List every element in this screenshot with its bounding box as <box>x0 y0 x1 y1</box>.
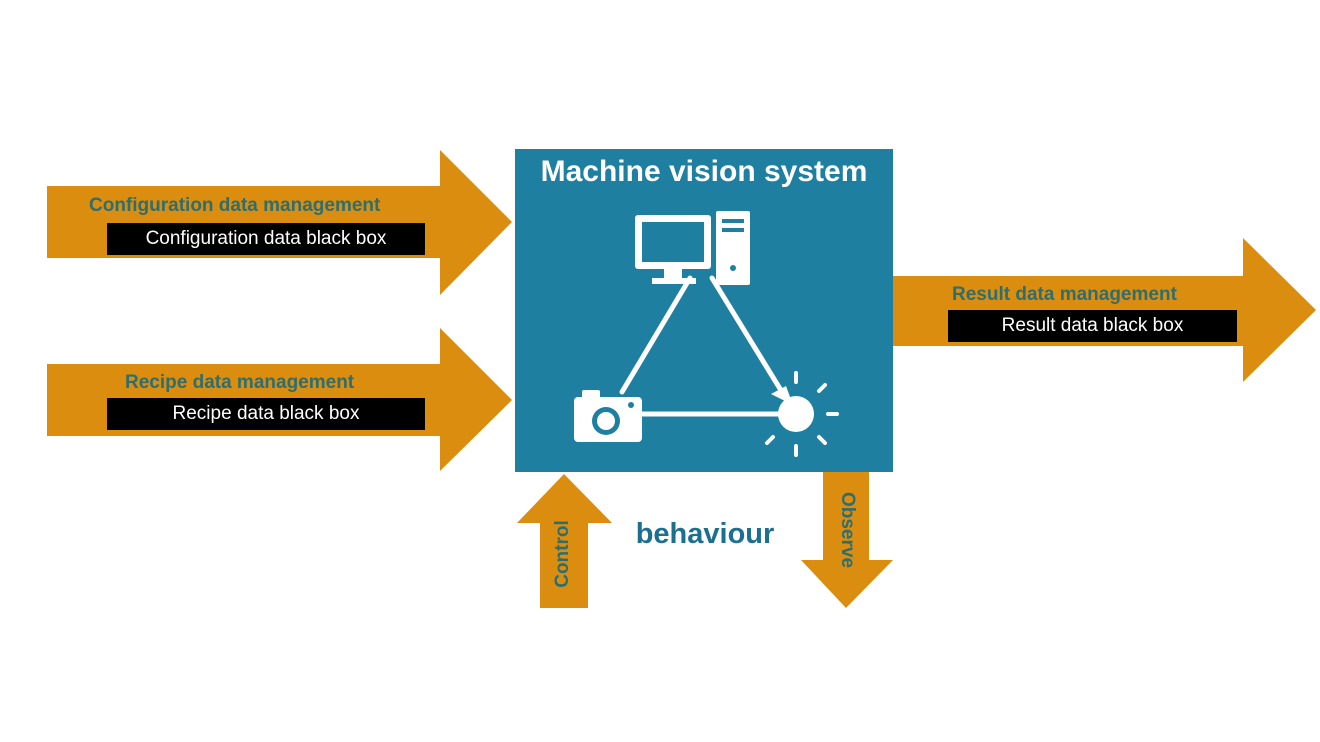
camera-icon <box>574 390 642 442</box>
recipe-label: Recipe data management <box>125 372 355 393</box>
result-blackbox: Result data black box <box>948 310 1237 342</box>
configuration-arrow <box>47 150 512 295</box>
observe-arrow <box>801 472 893 608</box>
control-label: Control <box>552 520 573 588</box>
recipe-blackbox: Recipe data black box <box>107 398 425 430</box>
triangle-connections <box>619 275 785 417</box>
configuration-label: Configuration data management <box>89 195 381 216</box>
control-arrow <box>517 474 612 608</box>
result-label: Result data management <box>952 284 1177 305</box>
machine-vision-system-box <box>515 149 893 472</box>
behaviour-label: behaviour <box>635 518 775 550</box>
computer-icon <box>635 211 750 285</box>
system-title: Machine vision system <box>540 155 868 188</box>
configuration-blackbox: Configuration data black box <box>107 223 425 255</box>
light-icon <box>765 371 839 457</box>
observe-label: Observe <box>837 491 858 569</box>
